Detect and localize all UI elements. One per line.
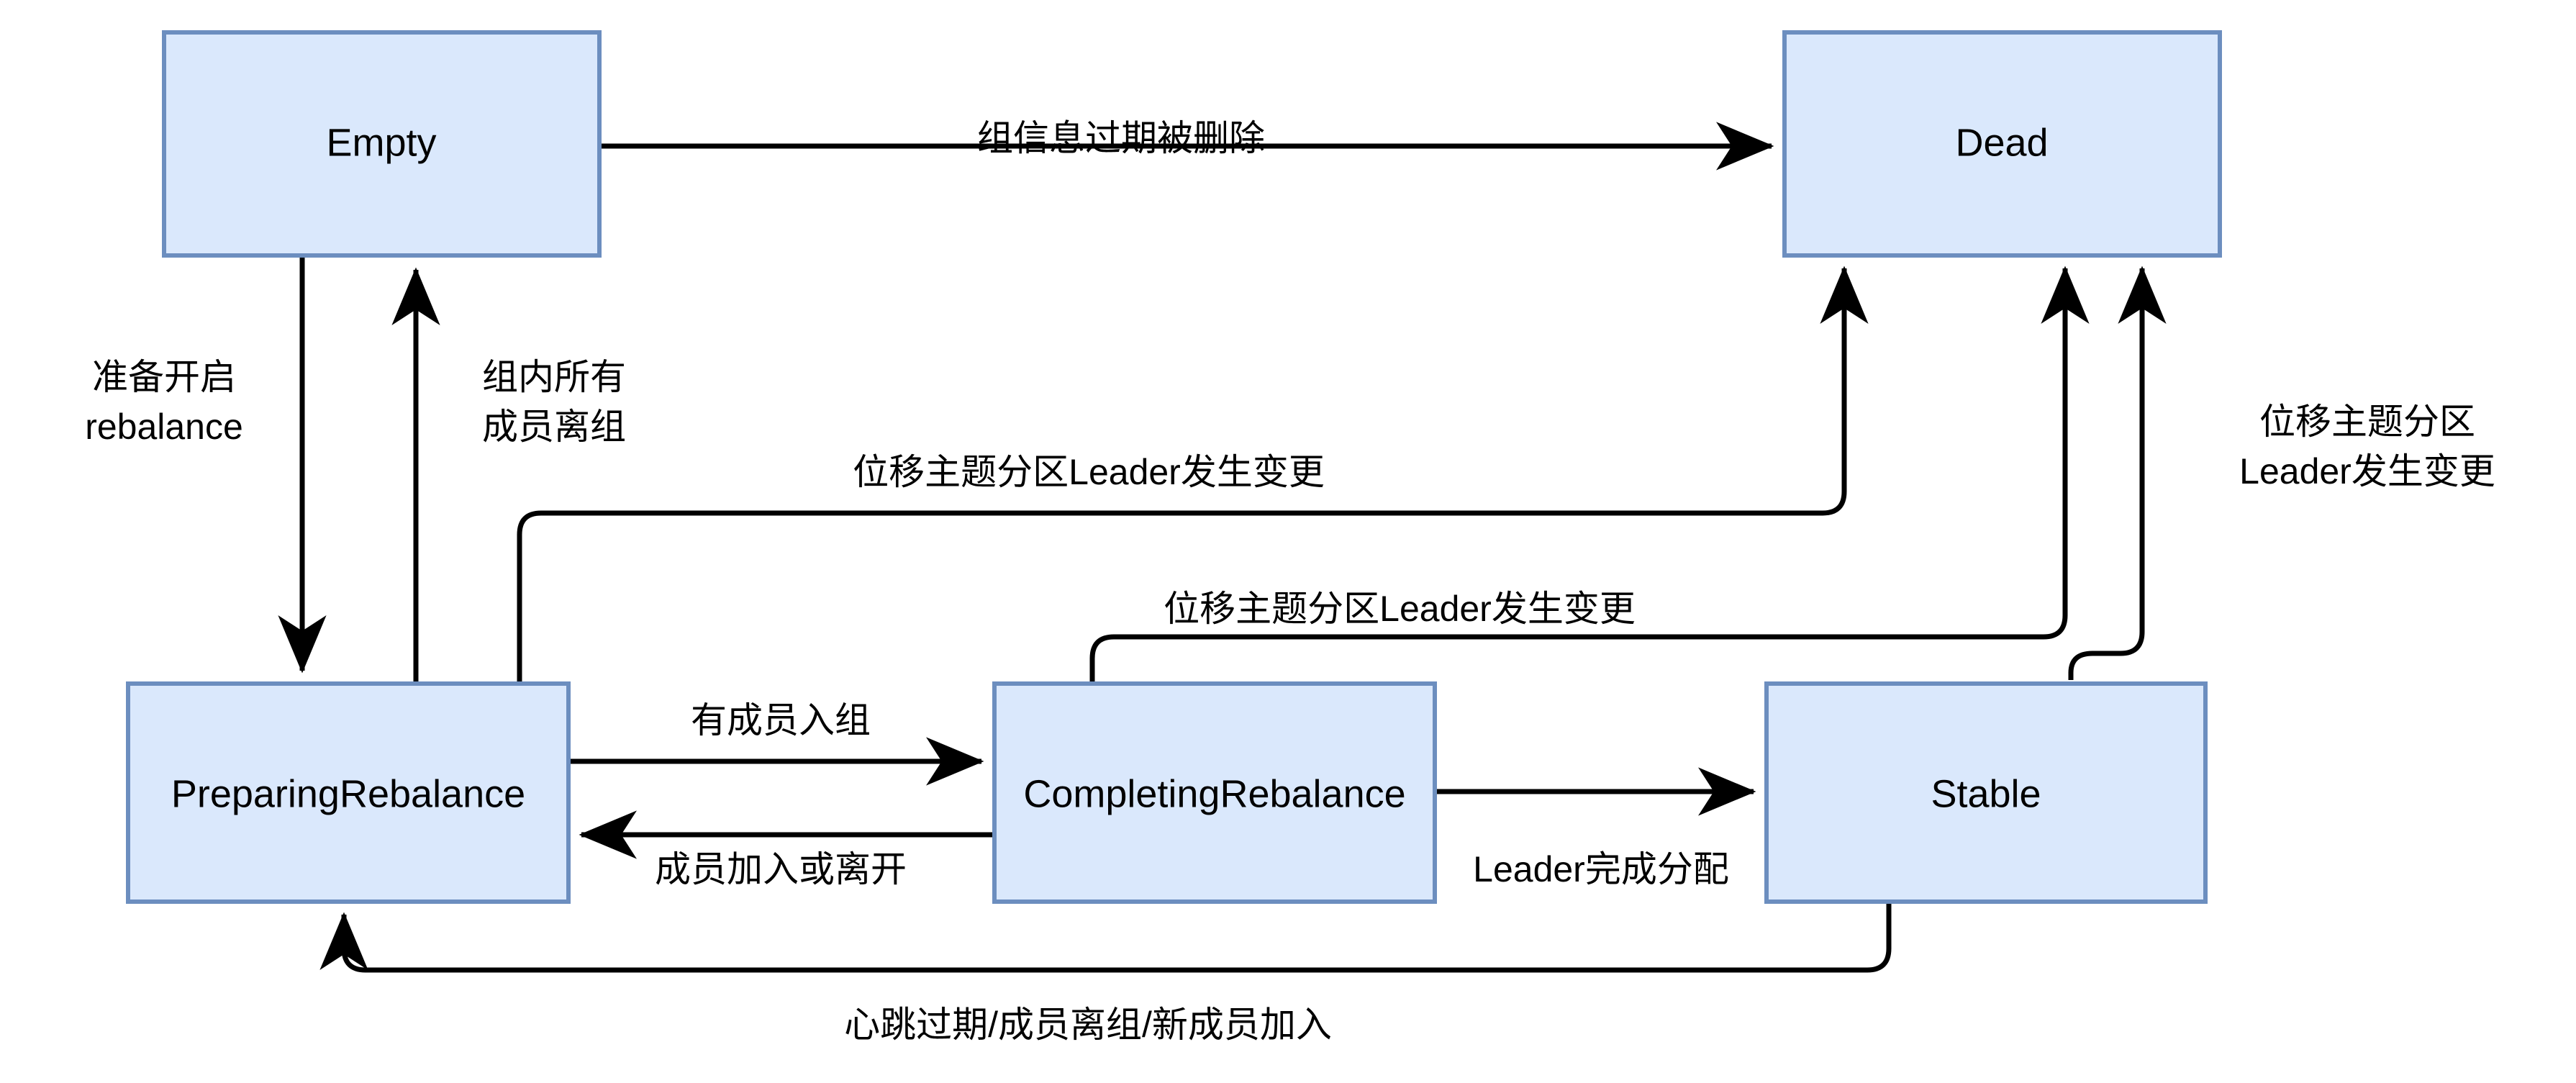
edge-preparing-to-dead: 位移主题分区Leader发生变更: [517, 266, 1869, 682]
edge-empty-to-preparing-label-line1: 准备开启: [92, 357, 236, 397]
edge-stable-to-dead-label-line1: 位移主题分区: [2259, 402, 2475, 442]
edge-empty-to-dead-label: 组信息过期被删除: [977, 118, 1265, 158]
edge-preparing-to-dead-path: [517, 266, 1869, 682]
edge-preparing-to-completing-label: 有成员入组: [691, 700, 871, 740]
edge-completing-to-preparing: 成员加入或离开: [579, 810, 994, 889]
edge-empty-to-preparing-label-line2: rebalance: [85, 407, 243, 447]
state-node-completing-rebalance-label: CompletingRebalance: [1023, 772, 1405, 815]
edge-stable-to-dead-label-line2: Leader发生变更: [2239, 451, 2495, 491]
state-node-dead-rect[interactable]: [1782, 30, 2222, 258]
state-node-stable[interactable]: Stable: [1764, 681, 2208, 904]
state-node-stable-rect[interactable]: [1764, 681, 2208, 904]
edge-preparing-to-empty: 组内所有 成员离组: [391, 267, 626, 682]
edge-stable-to-dead: 位移主题分区 Leader发生变更: [2068, 266, 2495, 680]
state-node-dead-label: Dead: [1955, 121, 2048, 164]
state-node-completing-rebalance[interactable]: CompletingRebalance: [992, 681, 1437, 904]
edge-empty-to-preparing: 准备开启 rebalance: [85, 258, 327, 674]
edge-empty-to-dead: 组信息过期被删除: [599, 118, 1774, 171]
state-node-completing-rebalance-rect[interactable]: [992, 681, 1437, 904]
edge-completing-to-dead-label: 位移主题分区Leader发生变更: [1164, 589, 1636, 629]
edge-preparing-to-empty-label-line1: 组内所有: [482, 357, 626, 397]
edge-completing-to-dead: 位移主题分区Leader发生变更: [1089, 266, 2090, 682]
edge-stable-to-preparing-path: [319, 904, 1892, 973]
state-node-empty[interactable]: Empty: [162, 30, 602, 258]
edge-completing-to-stable-label: Leader完成分配: [1473, 849, 1729, 889]
edge-preparing-to-dead-label: 位移主题分区Leader发生变更: [853, 452, 1325, 492]
state-node-preparing-rebalance[interactable]: PreparingRebalance: [126, 681, 571, 904]
state-node-dead[interactable]: Dead: [1782, 30, 2222, 258]
edge-stable-to-preparing: 心跳过期/成员离组/新成员加入: [319, 904, 1892, 1045]
state-node-empty-label: Empty: [326, 121, 436, 164]
edge-stable-to-preparing-label: 心跳过期/成员离组/新成员加入: [844, 1005, 1332, 1045]
edge-completing-to-preparing-label: 成员加入或离开: [655, 849, 907, 889]
state-node-preparing-rebalance-label: PreparingRebalance: [171, 772, 525, 815]
edge-completing-to-stable: Leader完成分配: [1435, 767, 1756, 889]
state-node-stable-label: Stable: [1931, 772, 2041, 815]
state-node-preparing-rebalance-rect[interactable]: [126, 681, 571, 904]
edge-stable-to-dead-path: [2068, 266, 2167, 680]
edge-preparing-to-empty-label-line2: 成员离组: [482, 407, 626, 447]
edge-completing-to-dead-path: [1089, 266, 2090, 682]
edge-preparing-to-completing: 有成员入组: [568, 700, 984, 786]
state-node-empty-rect[interactable]: [162, 30, 602, 258]
